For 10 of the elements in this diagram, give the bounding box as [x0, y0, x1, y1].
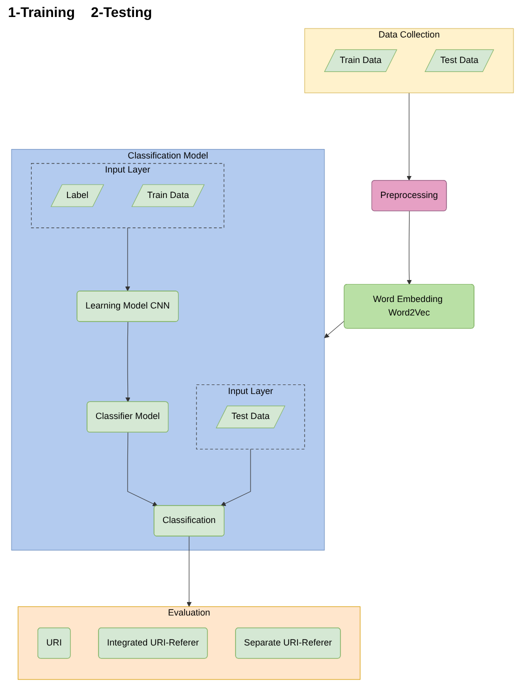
arrow: [127, 432, 158, 506]
section-label: 1-Training: [8, 4, 75, 20]
arrow: [406, 210, 412, 285]
arrow: [324, 320, 344, 338]
arrow: [220, 448, 251, 506]
arrow: [406, 92, 412, 181]
section-label: 2-Testing: [90, 4, 152, 20]
arrow: [186, 536, 192, 607]
arrow: [125, 322, 130, 402]
arrow: [125, 228, 130, 292]
